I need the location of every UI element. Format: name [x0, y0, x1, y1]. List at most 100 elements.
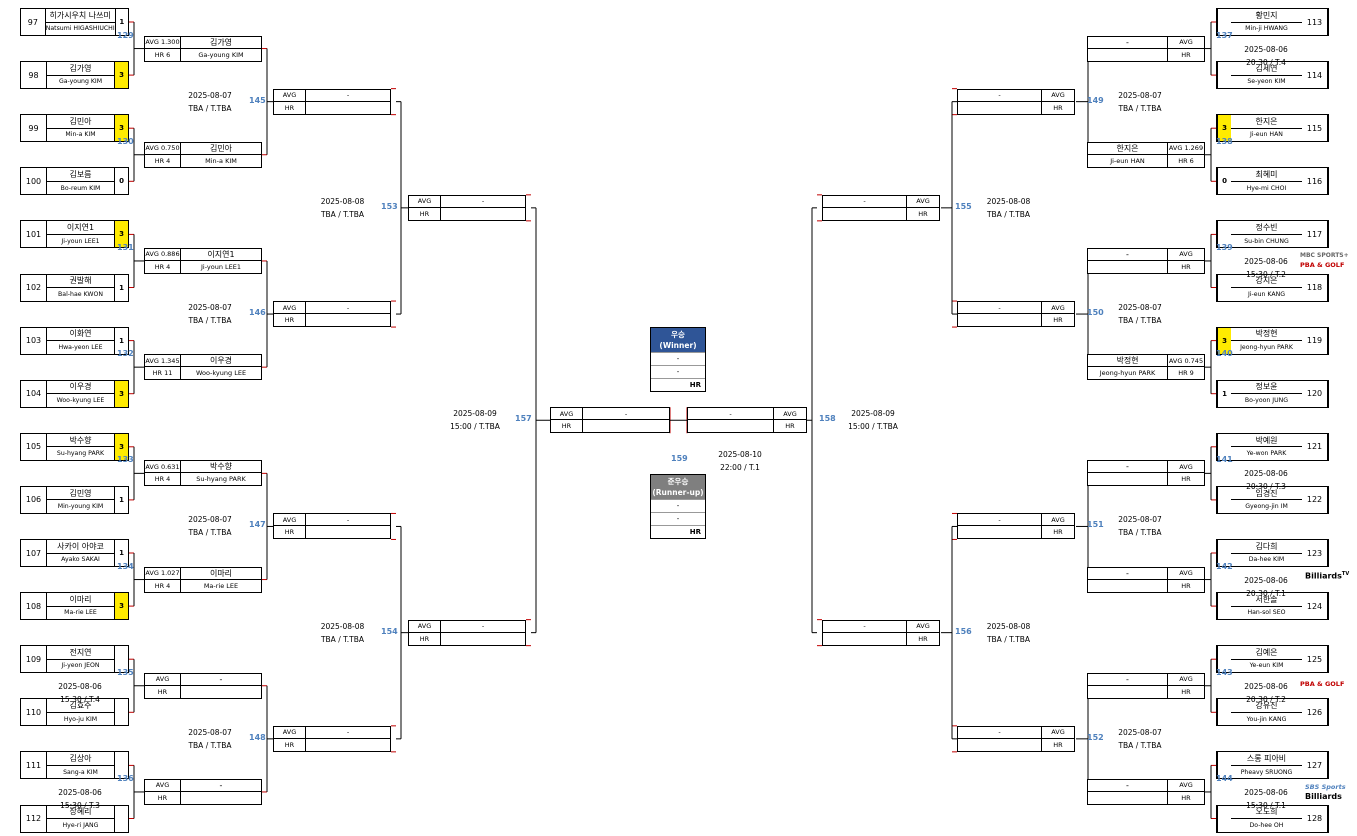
billiards-tv-logo: BilliardsTV [1305, 571, 1349, 581]
match-date: 2025-08-06 [1244, 787, 1288, 797]
player-name-korean: 서한솔 [1231, 593, 1302, 607]
match-blank [958, 526, 1042, 539]
player-score: 1 [114, 274, 128, 301]
match-avg: AVG 0.745 [1168, 355, 1204, 368]
tv-logo-text: TV [1341, 571, 1350, 577]
match-blank [441, 208, 525, 220]
seed-number: 127 [1302, 752, 1328, 779]
player-name-english: Bo-yoon JUNG [1244, 396, 1289, 404]
match-date: 2025-08-07 [188, 90, 232, 100]
seed-number: 121 [1302, 433, 1328, 460]
seed-number: 118 [1302, 274, 1328, 301]
player-score [1217, 62, 1231, 89]
match-ko: - [181, 674, 261, 686]
match-number: 139 [1216, 242, 1233, 252]
match-ko: - [1088, 673, 1168, 686]
player-name-english: Min-young KIM [57, 503, 104, 511]
match-box-148: AVG-HR [273, 725, 391, 752]
match-name: - [958, 726, 1042, 739]
match-hr: HR 6 [145, 48, 181, 61]
player-name-korean: 박수향 [47, 434, 114, 448]
match-hr: HR [1181, 687, 1191, 696]
match-name: - [441, 196, 525, 208]
player-name-english: Ye-eun KIM [1249, 662, 1284, 670]
match-time: TBA / T.TBA [188, 740, 232, 750]
match-time: 15:30 / T.1 [1246, 800, 1286, 810]
player-name-korean: 김예은 [1231, 646, 1302, 660]
match-avg: AVG [1168, 674, 1204, 686]
match-date: 2025-08-08 [320, 196, 365, 206]
seed-number: 103 [21, 327, 47, 354]
match-name: - [583, 408, 669, 421]
match-number: 158 [819, 414, 836, 424]
player-score [1217, 274, 1231, 301]
winner-panel: 우승(Winner) - - HR [650, 327, 706, 392]
seed-number: 113 [1302, 9, 1328, 35]
match-en: Su-hyang PARK [196, 475, 246, 484]
date-label: 2025-08-06 15:30 / T.1 [1226, 786, 1306, 812]
player-score: 3 [1217, 115, 1231, 142]
player-score [1217, 486, 1231, 513]
runner-up-header: 준우승(Runner-up) [651, 475, 705, 499]
player-name-english: Min-a KIM [65, 131, 96, 139]
match-ko: 한지은 [1088, 142, 1168, 155]
match-hr: HR [1181, 581, 1191, 590]
match-number: 149 [1087, 95, 1104, 105]
player-score [1217, 805, 1231, 832]
player-name-english: Natsumi HIGASHIUCHI [45, 25, 115, 33]
match-en [1088, 791, 1168, 804]
player-name-korean: 정수빈 [1231, 221, 1302, 235]
player-name-korean: 황민지 [1231, 9, 1302, 23]
match-hr: HR 4 [145, 579, 181, 592]
player-score [114, 752, 128, 779]
match-hr: HR [918, 209, 928, 218]
match-ko: 이지연1 [181, 249, 261, 261]
match-hr: HR 9 [1178, 369, 1194, 378]
match-blank [306, 739, 390, 751]
winner-hr: HR [651, 378, 705, 391]
match-box-145: AVG-HR [273, 88, 391, 115]
match-box-157: AVG-HR [550, 407, 670, 434]
match-number: 150 [1087, 308, 1104, 318]
player-name-korean: 강유진 [1231, 699, 1302, 713]
match-ko: - [1088, 461, 1168, 474]
player-name-korean: 박정현 [1231, 328, 1302, 342]
match-time: TBA / T.TBA [1118, 316, 1162, 326]
match-blank [958, 314, 1042, 327]
match-date: 2025-08-07 [188, 303, 232, 313]
match-avg: AVG [1042, 727, 1074, 739]
match-name: - [688, 408, 774, 421]
